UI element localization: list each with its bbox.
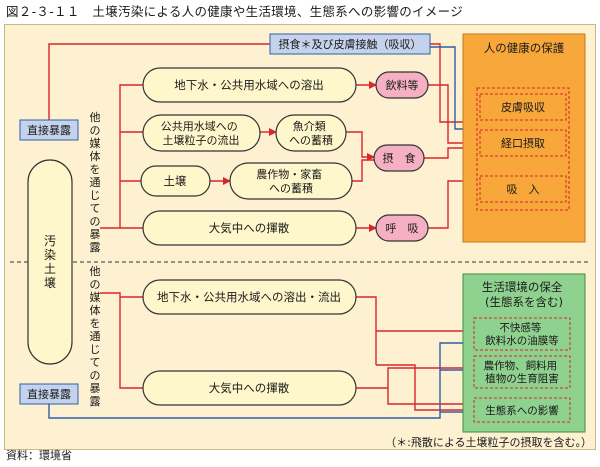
line-media-trunk-bottom xyxy=(100,292,143,389)
arrow-crops-to-ingestion xyxy=(352,159,374,182)
fish-accum-label: 魚介類 への蓄積 xyxy=(289,120,333,147)
impact-crops-label: 農作物、飼料用 植物の生育阻害 xyxy=(484,359,561,385)
arrow-gw-env-to-ecosystem xyxy=(376,364,475,414)
source-note: 資料：環境省 xyxy=(6,449,72,462)
soil-particle-runoff-label: 公共用水域への 土壌粒子の流出 xyxy=(161,120,242,147)
living-env-header-line1: 生活環境の保全 xyxy=(482,280,563,294)
ingestion-intake-label: 摂 食 xyxy=(383,151,416,165)
air-dispersion-label: 大気中への揮散 xyxy=(209,221,290,235)
arrow-air-env-to-crops xyxy=(387,364,475,388)
route-skin-absorb-label: 皮膚吸収 xyxy=(501,100,545,114)
contaminated-soil-capsule xyxy=(27,159,73,365)
ingestion-intake xyxy=(373,144,425,172)
impact-ecosystem-box xyxy=(473,397,571,423)
breathing-intake-label: 呼 吸 xyxy=(386,222,419,235)
soil-particle-runoff-line2: 土壌粒子の流出 xyxy=(163,133,240,147)
contaminated-soil-label: 汚染土壌 xyxy=(44,234,56,290)
skin-contact-label: 摂食＊及び皮膚接触（吸収） xyxy=(279,37,422,51)
crop-accum-pill xyxy=(229,162,353,200)
direct-exposure-bottom-label: 直接暴露 xyxy=(27,387,71,401)
impact-discomfort-line1: 不快感等 xyxy=(499,321,541,334)
soil-particle-runoff-pill xyxy=(142,114,261,152)
human-health-header: 人の健康の保護 xyxy=(484,41,565,55)
crop-accum-line2: への蓄積 xyxy=(269,181,313,195)
air-dispersion-env-pill xyxy=(142,370,357,406)
living-env-header: 生活環境の保全 (生態系を含む) xyxy=(482,280,566,309)
drinking-intake-label: 飲料等 xyxy=(386,78,419,92)
direct-exposure-top-box xyxy=(19,119,79,141)
route-skin-absorb-box xyxy=(479,93,567,121)
fish-accum-pill xyxy=(275,114,347,152)
human-health-routes-frame xyxy=(476,87,570,211)
arrow-fish-to-ingestion xyxy=(346,131,375,161)
impact-crops-line2: 植物の生育阻害 xyxy=(485,372,559,385)
route-oral-label: 経口摂取 xyxy=(501,136,545,150)
impact-discomfort-label: 不快感等 飲料水の油膜等 xyxy=(485,321,559,347)
media-exposure-top-label: 他の媒体を通じての暴露 xyxy=(90,111,101,254)
groundwater-runoff-pill xyxy=(142,279,357,315)
groundwater-runoff-label: 地下水・公共用水域への溶出・流出 xyxy=(157,290,341,304)
living-env-header-line2: (生態系を含む) xyxy=(485,295,563,309)
skin-contact-box xyxy=(269,33,431,55)
groundwater-dissolve-pill xyxy=(142,67,357,103)
route-inhale-label: 吸 入 xyxy=(507,183,540,196)
impact-crops-line1: 農作物、飼料用 xyxy=(484,359,558,372)
arrow-air-env-to-ecosystem xyxy=(387,388,475,408)
crop-accum-line1: 農作物・家畜 xyxy=(256,167,322,181)
arrow-direct-bottom-route xyxy=(48,339,475,419)
air-dispersion-env-label: 大気中への揮散 xyxy=(209,381,290,395)
impact-discomfort-line2: 飲料水の油膜等 xyxy=(485,334,559,347)
route-oral-box xyxy=(479,129,567,157)
fish-accum-line2: への蓄積 xyxy=(289,133,333,147)
figure-title: 図２-３-１１ 土壌汚染による人の健康や生活環境、生態系への影響のイメージ xyxy=(6,4,463,19)
impact-ecosystem-label: 生態系への影響 xyxy=(485,404,559,417)
direct-exposure-top-label: 直接暴露 xyxy=(27,123,71,137)
breathing-intake xyxy=(375,214,429,242)
crop-accum-label: 農作物・家畜 への蓄積 xyxy=(256,167,326,195)
fish-accum-line1: 魚介類 xyxy=(293,120,326,133)
direct-exposure-bottom-box xyxy=(19,383,79,405)
arrow-direct-top-up xyxy=(48,43,270,120)
arrow-skin-to-absorb xyxy=(430,43,478,126)
impact-crops-box xyxy=(473,355,571,389)
groundwater-dissolve-label: 地下水・公共用水域への溶出 xyxy=(174,78,324,92)
impact-discomfort-box xyxy=(473,317,571,351)
line-media-trunk-top xyxy=(100,84,143,229)
footnote: （＊:飛散による土壌粒子の摂取を含む。） xyxy=(385,436,592,449)
route-inhale-box xyxy=(479,175,567,203)
drinking-intake xyxy=(375,71,429,99)
media-exposure-bottom-label: 他の媒体を通じての暴露 xyxy=(90,265,101,408)
soil-label: 土壌 xyxy=(164,174,187,188)
soil-pill xyxy=(140,165,211,197)
air-dispersion-pill xyxy=(142,210,357,246)
soil-particle-runoff-line1: 公共用水域への xyxy=(161,120,238,133)
line-gw-env-out xyxy=(356,296,377,365)
